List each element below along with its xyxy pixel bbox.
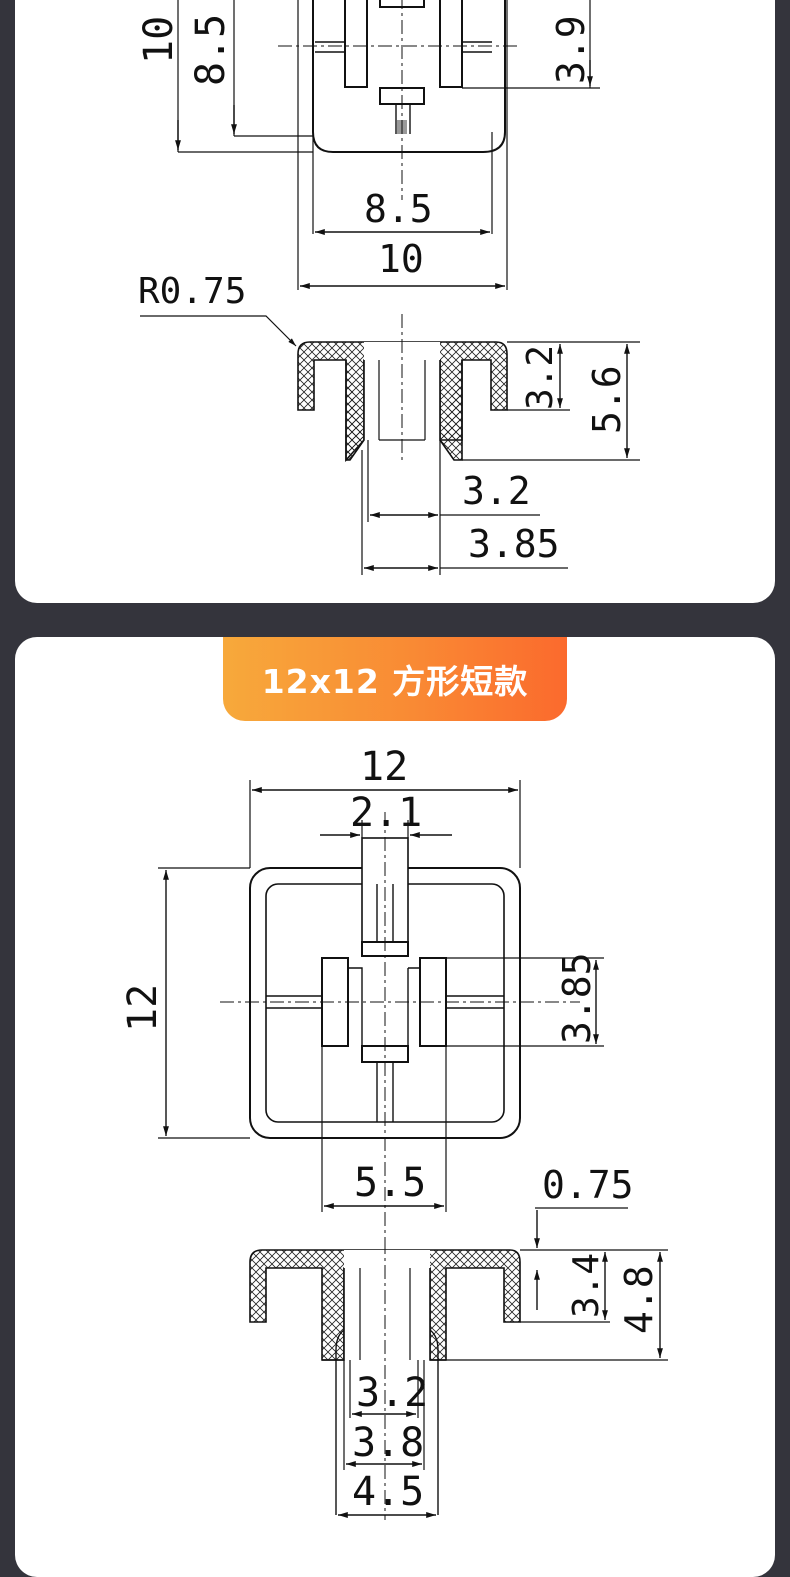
dim-height: 12	[120, 984, 166, 1032]
dim-stem-inner-2: 3.2	[356, 1370, 428, 1416]
dim-stem-mid: 3.8	[352, 1420, 424, 1466]
bottom-side-view	[249, 1207, 668, 1520]
dim-stem-width: 2.1	[350, 790, 422, 836]
dim-stem-gap: 3.9	[549, 15, 593, 84]
top-side-view	[140, 314, 640, 575]
bottom-top-view	[158, 780, 604, 1270]
dim-inner-span: 5.5	[354, 1160, 426, 1206]
top-card	[15, 0, 775, 603]
dim-total-height: 5.6	[585, 365, 629, 434]
dim-stem-outer-2: 4.5	[352, 1469, 424, 1515]
dim-cap-depth-2: 3.4	[566, 1253, 607, 1318]
dim-width: 12	[360, 744, 408, 790]
badge-label: 12x12 方形短款	[261, 662, 529, 701]
dim-stem-outer: 3.85	[468, 522, 560, 566]
technical-drawing: 10 8.5 3.9 8.5 10 R0.75 3.2 5.6 3.2 3.85	[120, 0, 668, 1520]
dim-cap-depth: 3.2	[520, 345, 561, 410]
section-badge: 12x12 方形短款	[223, 637, 567, 721]
dim-inner-width: 8.5	[364, 187, 433, 231]
dim-total-height-2: 4.8	[617, 1265, 661, 1334]
dim-stem-inner: 3.2	[462, 469, 531, 513]
dim-cross-gap: 3.85	[555, 952, 599, 1044]
dim-inner-height: 8.5	[188, 14, 234, 86]
bottom-card	[15, 637, 775, 1577]
top-view	[175, 0, 600, 290]
dim-wall: 0.75	[542, 1163, 634, 1207]
dim-outer-height: 10	[136, 16, 182, 64]
dim-outer-width: 10	[378, 237, 424, 281]
dim-radius: R0.75	[138, 271, 246, 312]
